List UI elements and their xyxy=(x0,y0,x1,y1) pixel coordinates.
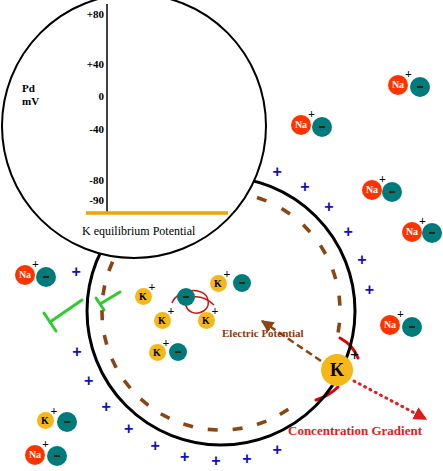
positive-charge: + xyxy=(355,250,369,270)
positive-charge: + xyxy=(70,342,84,362)
negative-charge xyxy=(319,244,327,254)
positive-charge: + xyxy=(82,371,96,391)
potassium-ion: K+ xyxy=(198,306,229,329)
sodium-ion: Na+ xyxy=(380,309,414,335)
negative-charge xyxy=(140,398,150,407)
axis-tick: -80 xyxy=(72,174,104,187)
potassium-ion: K+ xyxy=(135,282,166,305)
ion-charge: + xyxy=(405,67,412,81)
sodium-ion: Na+ xyxy=(388,69,422,95)
negative-charge xyxy=(256,419,267,426)
negative-charge xyxy=(331,269,338,280)
ion-charge: + xyxy=(51,404,58,418)
potassium-ion: K+ xyxy=(37,406,68,429)
ion-charge: + xyxy=(42,437,49,451)
line-label: K equilibrium Potential xyxy=(82,224,232,238)
anion xyxy=(47,446,67,466)
arrow-label: Electric Potential xyxy=(222,327,304,340)
ion-charge: + xyxy=(350,347,359,365)
axis-tick: -40 xyxy=(72,123,104,136)
ion-charge: + xyxy=(149,280,156,294)
negative-charge xyxy=(103,335,109,346)
ion-charge: + xyxy=(224,267,231,281)
negative-charge xyxy=(232,426,242,431)
positive-charge: + xyxy=(178,447,192,467)
positive-charge: + xyxy=(240,449,254,469)
axis-tick: -90 xyxy=(72,194,104,207)
potassium-ion: K+ xyxy=(154,306,185,329)
axis-tick: +40 xyxy=(72,58,104,71)
negative-charge xyxy=(336,322,341,332)
equilibrium-line xyxy=(86,211,228,215)
gradient-arrow xyxy=(354,381,426,419)
ion-charge: + xyxy=(212,304,219,318)
anion xyxy=(233,274,251,292)
positive-charge: + xyxy=(99,397,113,417)
negative-charge xyxy=(123,379,132,389)
ion-charge: + xyxy=(32,257,39,271)
ion-symbol: K xyxy=(321,354,353,386)
sodium-ion: Na+ xyxy=(15,259,49,285)
anion xyxy=(312,117,332,137)
positive-charge: + xyxy=(270,440,284,460)
positive-charge: + xyxy=(148,436,162,456)
negative-charge xyxy=(160,412,171,420)
ion-charge: + xyxy=(168,304,175,318)
negative-charge xyxy=(208,428,218,432)
anion xyxy=(177,288,195,306)
anion xyxy=(402,317,422,337)
negative-charge xyxy=(107,261,114,272)
potassium-ion: K+ xyxy=(210,269,241,292)
negative-charge xyxy=(100,310,104,320)
potassium-ion: K+ xyxy=(149,338,180,361)
negative-charge xyxy=(279,408,289,416)
sodium-ion: Na+ xyxy=(291,109,325,135)
negative-charge xyxy=(101,285,106,295)
axis-tick: +80 xyxy=(72,8,104,21)
axis-tick: 0 xyxy=(72,90,104,103)
anion xyxy=(169,343,187,361)
positive-charge: + xyxy=(270,162,284,182)
ion-charge: + xyxy=(419,214,426,228)
positive-charge: + xyxy=(322,197,336,217)
arrow-label: Concentration Gradient xyxy=(288,423,422,438)
anion xyxy=(410,77,430,97)
blocked-channel xyxy=(44,292,120,331)
positive-charge: + xyxy=(341,222,355,242)
anion xyxy=(36,267,56,287)
magnifier-circle: +80 +40 Pd mV 0 -40 -80 -90 K equilibrium Poten… xyxy=(1,0,267,259)
sodium-ion: Na+ xyxy=(25,439,59,465)
positive-charge: + xyxy=(69,262,83,282)
sodium-ion: Na+ xyxy=(362,174,396,200)
negative-charge xyxy=(110,358,118,369)
ion-charge: + xyxy=(163,336,170,350)
negative-charge xyxy=(302,223,312,233)
magnifier-shape xyxy=(1,0,267,259)
positive-charge: + xyxy=(363,280,377,300)
axis-title: Pd mV xyxy=(22,82,48,108)
negative-charge xyxy=(337,295,341,305)
positive-charge: + xyxy=(298,177,312,197)
negative-charge xyxy=(281,207,291,215)
ion-charge: + xyxy=(308,107,315,121)
ion-charge: + xyxy=(397,307,404,321)
positive-charge: + xyxy=(122,419,136,439)
positive-charge: + xyxy=(209,451,223,471)
sodium-ion: Na+ xyxy=(402,216,436,242)
negative-charge xyxy=(256,196,267,203)
ion-charge: + xyxy=(379,172,386,186)
axis-line xyxy=(106,4,108,213)
potassium-ion: K+ xyxy=(321,348,367,386)
anion xyxy=(57,412,77,432)
negative-charge xyxy=(183,422,194,428)
